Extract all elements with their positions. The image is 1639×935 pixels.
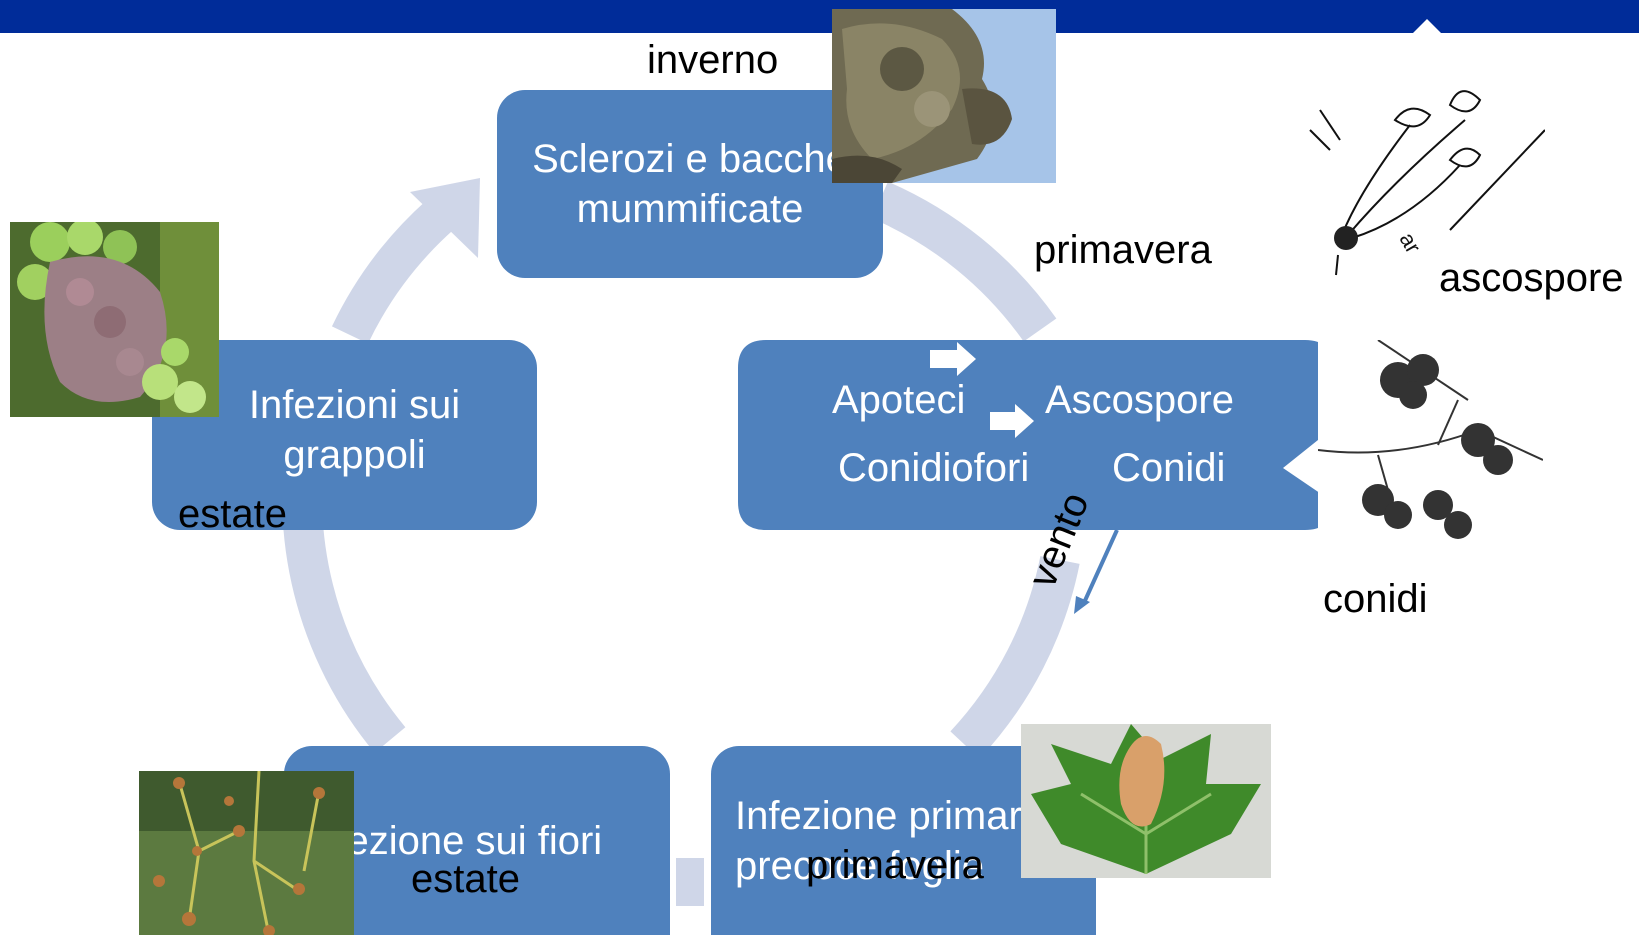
drawing-ascospore: ar <box>1300 70 1545 290</box>
label-estate-left: estate <box>178 492 287 536</box>
label-primavera-bottom: primavera <box>806 843 984 887</box>
header-bar <box>0 0 1639 33</box>
cycle-arrowhead-top-left <box>410 178 480 258</box>
box-sclerozi-text: Sclerozi e bacche mummificate <box>532 137 848 231</box>
label-conidi: conidi <box>1323 577 1428 621</box>
box-sclerozi: Sclerozi e bacche mummificate <box>497 90 883 278</box>
down-left-arrow-icon <box>1074 596 1090 614</box>
cycle-arc-right <box>950 555 1080 759</box>
box-infezione-primaria-text: Infezione primaria precoce foglie <box>735 794 1053 888</box>
label-inverno: inverno <box>647 38 779 82</box>
callout-conidi: Conidi <box>1112 446 1226 490</box>
photo-leaf-infected <box>1021 724 1271 878</box>
callout-body <box>738 340 1333 530</box>
label-ascospore: ascospore <box>1439 256 1624 300</box>
drawing-conidi <box>1318 340 1543 565</box>
callout-ascospore: Ascospore <box>1045 378 1234 422</box>
photo-grapes-infected <box>10 222 219 417</box>
cycle-arc-top-right <box>871 181 1057 342</box>
callout-apoteci: Apoteci <box>832 378 966 422</box>
label-primavera-top: primavera <box>1034 228 1212 272</box>
cycle-arc-upper-left <box>331 200 454 344</box>
header-notch <box>1413 19 1441 33</box>
wind-arrow-line <box>1081 529 1119 606</box>
photo-flowers-infected <box>139 771 354 935</box>
box-infezioni-grappoli-text: Infezioni sui grappoli <box>248 383 461 477</box>
box-infezioni-grappoli: Infezioni sui grappoli <box>152 340 537 530</box>
label-estate-bottom: estate <box>411 857 520 901</box>
cycle-connector-bottom <box>676 858 704 906</box>
photo-mummified-berries <box>832 9 1056 183</box>
callout-conidiofori: Conidiofori <box>838 446 1030 490</box>
right-arrow-icon <box>990 404 1034 438</box>
right-arrow-icon <box>930 342 976 376</box>
